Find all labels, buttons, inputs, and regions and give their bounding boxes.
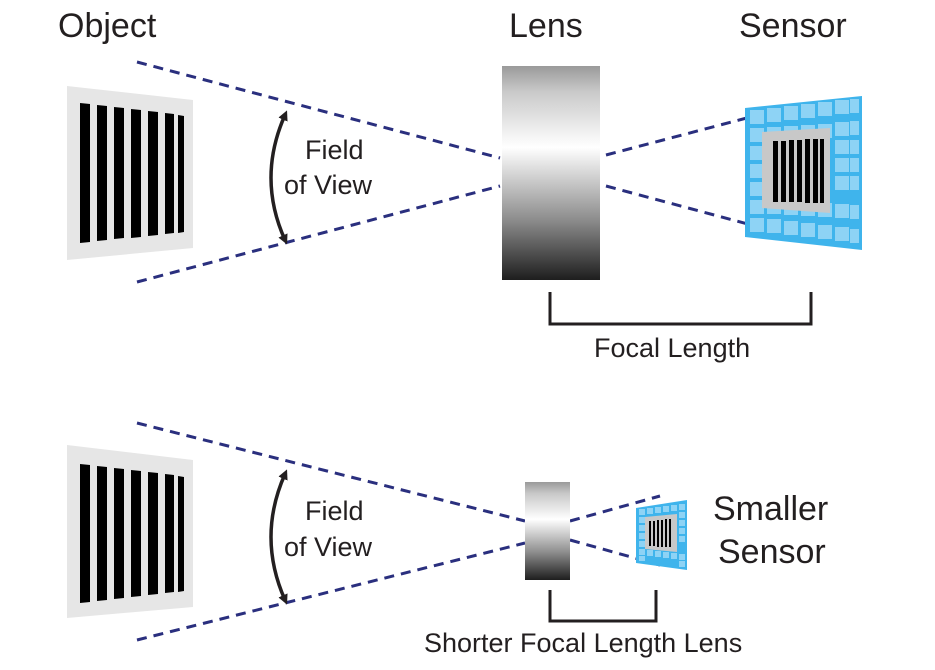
sensor-top — [745, 96, 862, 250]
object-target-top — [67, 86, 193, 260]
field-of-view-arrow-top — [269, 110, 288, 245]
focal-length-bracket — [548, 292, 813, 326]
shorter-focal-length-bracket — [548, 590, 658, 623]
smaller-sensor-label-line2: Sensor — [718, 533, 826, 571]
sensor-label: Sensor — [739, 7, 847, 45]
smaller-sensor — [636, 500, 687, 570]
fov-label-line2-bottom: of View — [284, 532, 373, 562]
fov-label-line2-top: of View — [284, 170, 373, 200]
rays-bottom — [136, 421, 661, 642]
shorter-focal-length-label: Shorter Focal Length Lens — [424, 628, 742, 658]
smaller-sensor-label-line1: Smaller — [713, 490, 828, 528]
field-of-view-arrow-bottom — [269, 469, 288, 605]
lens-top — [502, 66, 600, 280]
fov-label-line1-top: Field — [305, 135, 364, 165]
short-lens — [525, 482, 570, 580]
top-diagram: Object Lens Sensor Field of V — [58, 7, 862, 363]
rays-top — [136, 60, 801, 284]
fov-label-line1-bottom: Field — [305, 496, 364, 526]
sensor-image-bars — [773, 139, 824, 203]
object-target-bottom — [67, 445, 193, 618]
bottom-diagram: Field of View Smaller Sensor Sh — [67, 421, 828, 658]
focal-length-label: Focal Length — [594, 333, 750, 363]
object-bars — [80, 103, 184, 243]
object-label: Object — [58, 7, 157, 45]
lens-label: Lens — [509, 7, 583, 45]
